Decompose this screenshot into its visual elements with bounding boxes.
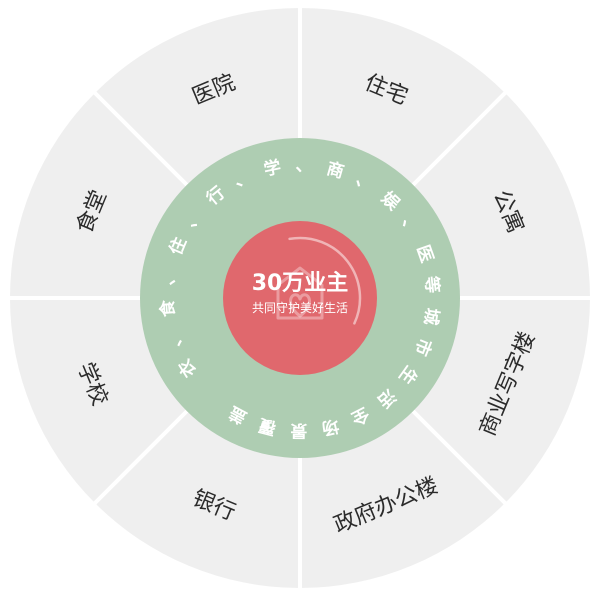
ring-char: 等	[421, 275, 444, 294]
center-circle	[223, 221, 377, 375]
ring-char: 覆	[256, 414, 278, 438]
ring-char: 场	[320, 415, 341, 438]
center-subtitle: 共同守护美好生活	[252, 301, 348, 315]
ring-char: 、	[162, 328, 186, 350]
ring-char: 市	[410, 335, 436, 359]
ring-char: 、	[158, 267, 180, 287]
center-decor-arc	[288, 236, 362, 325]
ring-char: 城	[420, 307, 442, 327]
ring-char: 、	[295, 156, 313, 177]
center-title: 30万业主	[252, 271, 349, 296]
ring-char: 商	[324, 158, 346, 183]
ring-char: 食	[157, 298, 179, 318]
ring-char: 医	[412, 243, 437, 266]
ring-char: 住	[165, 234, 191, 258]
house-heart-icon	[276, 266, 324, 320]
ring-char: 学	[262, 156, 283, 180]
ring-char: 景	[290, 420, 307, 440]
